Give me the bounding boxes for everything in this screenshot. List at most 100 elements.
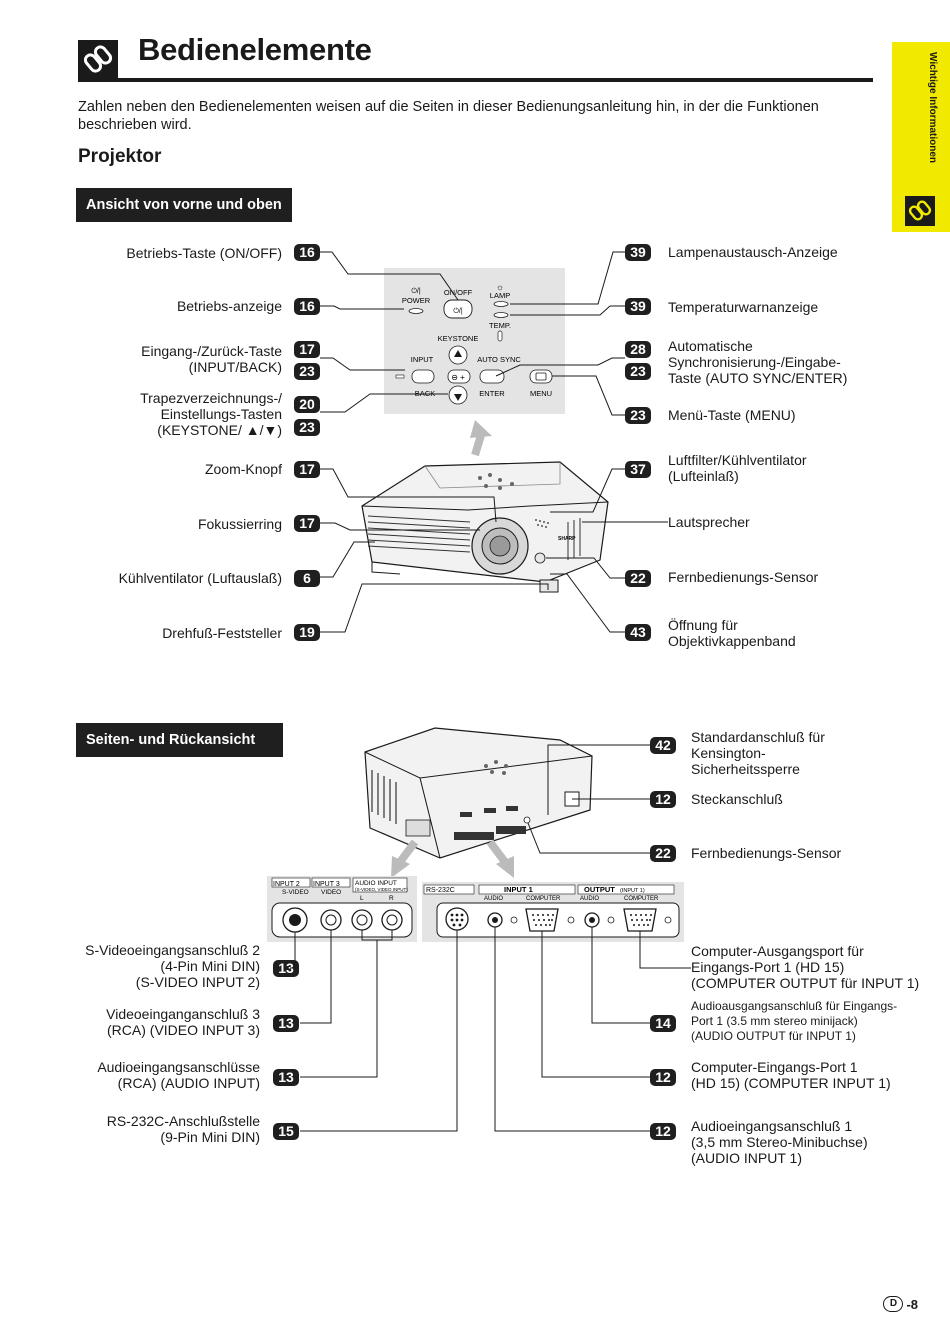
panel-rs232c-text: RS-232C [426,887,455,894]
rear-view-title: Seiten- und Rückansicht [76,723,283,757]
label-kensington: Standardanschluß für Kensington- Sicherh… [691,729,825,777]
page-ref-badge[interactable]: 12 [650,1069,676,1086]
page-ref-badge[interactable]: 39 [625,244,651,261]
page-footer: D -8 [883,1296,918,1312]
label-keystone: Trapezverzeichnungs-/ Einstellungs-Taste… [140,390,282,438]
label-computer-output: Computer-Ausgangsport für Eingangs-Port … [691,943,920,991]
panel-audio-text-2: AUDIO [580,896,599,902]
lamp-led [493,301,509,307]
temp-led [493,312,509,318]
panel-r-text: R [389,895,394,902]
manual-link-icon [78,40,118,80]
label-rear-remote-sensor: Fernbedienungs-Sensor [691,845,842,861]
panel-audio-text-1: AUDIO [484,896,503,902]
label-input-back: Eingang-/Zurück-Taste (INPUT/BACK) [141,343,282,375]
footer-language-badge: D [883,1296,904,1312]
label-auto-sync: Automatische Synchronisierung-/Eingabe- … [668,338,848,386]
page-ref-badge[interactable]: 23 [294,363,320,380]
page-title: Bedienelemente [138,32,372,67]
power-led [408,308,424,314]
computer-output-port [623,908,657,932]
panel-input3-text: INPUT 3 [313,881,340,888]
label-power-indicator: Betriebs-anzeige [176,298,282,314]
label-temp-indicator: Temperaturwarnanzeige [668,299,819,315]
page-ref-badge[interactable]: 22 [625,570,651,587]
page-ref-badge[interactable]: 17 [294,515,320,532]
panel-temp-text: TEMP. [489,321,511,330]
panel-audioinput-sub: (S-VIDEO, VIDEO INPUT) [355,887,408,892]
intro-text: Zahlen neben den Bedienelementen weisen … [78,99,819,133]
panel-output-text: OUTPUT [584,885,615,894]
panel-onoff-text: ON/OFF [444,288,473,297]
input-button [411,369,435,384]
panel-video-text: VIDEO [321,889,341,896]
page-ref-badge[interactable]: 15 [273,1123,299,1140]
panel-keystone-text: KEYSTONE [438,334,479,343]
panel-autosync-text: AUTO SYNC [477,355,521,364]
panel-power-text: POWER [402,296,431,305]
brand-logo: SHARP [558,536,576,542]
page-ref-badge[interactable]: 19 [294,624,320,641]
label-menu-button: Menü-Taste (MENU) [668,407,796,423]
page-ref-badge[interactable]: 13 [273,1069,299,1086]
panel-power-symbol: ⏻/| [411,287,420,295]
panel-computer-text-2: COMPUTER [624,896,659,902]
page-ref-badge[interactable]: 37 [625,461,651,478]
page-ref-badge[interactable]: 43 [625,624,651,641]
label-rs232c: RS-232C-Anschlußstelle (9-Pin Mini DIN) [106,1113,260,1145]
page-ref-badge[interactable]: 39 [625,298,651,315]
page-ref-badge[interactable]: 28 [625,341,651,358]
page-ref-badge[interactable]: 16 [294,244,320,261]
label-audio-input: Audioeingangsanschlüsse (RCA) (AUDIO INP… [97,1059,260,1091]
page-ref-badge[interactable]: 23 [625,407,651,424]
autosync-button [479,369,505,384]
panel-input-text: INPUT [411,355,434,364]
page-ref-badge[interactable]: 12 [650,791,676,808]
panel-lamp-text: LAMP [490,291,510,300]
projector-front-drawing: SHARP [361,461,609,593]
label-focus: Fokussierring [197,516,282,532]
svg-text:⊖ +: ⊖ + [451,373,465,382]
panel-computer-text-1: COMPUTER [526,896,561,902]
panel-enter-text: ENTER [479,389,505,398]
page-ref-badge[interactable]: 17 [294,461,320,478]
panel-menu-text: MENU [530,389,552,398]
panel-input1-text: INPUT 1 [504,885,533,894]
label-zoom: Zoom-Knopf [204,461,282,477]
label-foot-release: Drehfuß-Feststeller [162,625,282,641]
label-audio-output: Audioausgangsanschluß für Eingangs- Port… [691,999,898,1043]
page-ref-badge[interactable]: 16 [294,298,320,315]
page-ref-badge[interactable]: 12 [650,1123,676,1140]
label-audio-input-1: Audioeingangsanschluß 1 (3,5 mm Stereo-M… [691,1118,868,1166]
page-ref-badge[interactable]: 23 [625,363,651,380]
page-ref-badge[interactable]: 14 [650,1015,676,1032]
front-view-title: Ansicht von vorne und oben [76,188,292,222]
label-speaker: Lautsprecher [668,514,750,530]
section-heading: Projektor [78,146,162,167]
panel-l-text: L [360,895,364,902]
page-ref-badge[interactable]: 17 [294,341,320,358]
title-rule [78,78,873,82]
page-ref-badge[interactable]: 23 [294,419,320,436]
page-ref-badge[interactable]: 13 [273,1015,299,1032]
label-video-input: Videoeinganganschluß 3 (RCA) (VIDEO INPU… [106,1006,260,1038]
label-power-button: Betriebs-Taste (ON/OFF) [126,245,282,261]
label-power-socket: Steckanschluß [691,791,783,807]
page-ref-badge[interactable]: 20 [294,396,320,413]
label-svideo-input: S-Videoeingangsanschluß 2 (4-Pin Mini DI… [85,942,260,990]
label-remote-sensor: Fernbedienungs-Sensor [668,569,819,585]
page-ref-badge[interactable]: 42 [650,737,676,754]
control-panel [384,268,565,414]
page-ref-badge[interactable]: 13 [273,960,299,977]
panel-svideo-text: S-VIDEO [282,889,309,896]
label-air-filter: Luftfilter/Kühlventilator (Lufteinlaß) [668,452,807,484]
projector-rear-drawing [364,727,593,859]
page-ref-badge[interactable]: 22 [650,845,676,862]
page-ref-badge[interactable]: 6 [294,570,320,587]
label-lens-cap-hole: Öffnung für Objektivkappenband [668,617,796,649]
footer-page-number: -8 [906,1296,918,1312]
panel-output-sub: (INPUT 1) [620,888,645,894]
label-computer-input: Computer-Eingangs-Port 1 (HD 15) (COMPUT… [691,1059,891,1091]
